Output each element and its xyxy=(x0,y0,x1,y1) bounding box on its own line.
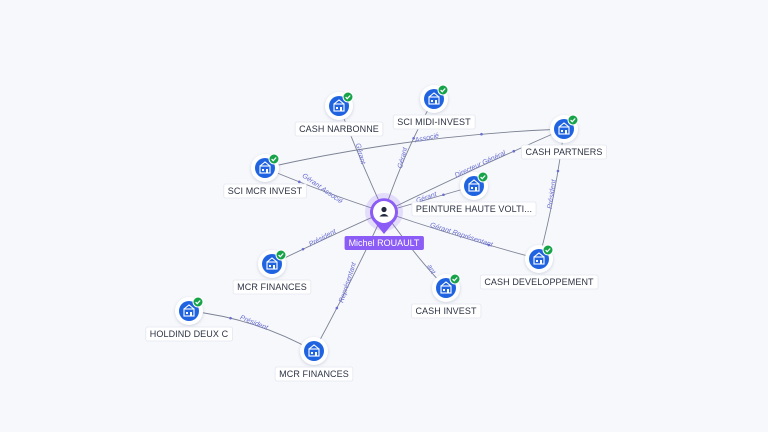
company-label: CASH INVEST xyxy=(415,306,477,316)
check-mark-icon xyxy=(271,157,277,162)
company-label-box xyxy=(411,201,537,217)
company-node[interactable]: CASH NARBONNE xyxy=(294,91,384,137)
company-label: HOLDIND DEUX C xyxy=(150,329,229,339)
edge-arrow-icon xyxy=(442,193,445,197)
company-label-box xyxy=(521,144,607,160)
check-mark-icon xyxy=(195,300,201,305)
company-node[interactable]: MCR FINANCES xyxy=(274,337,354,382)
company-label: SCI MCR INVEST xyxy=(228,186,303,196)
company-node[interactable]: CASH DEVELOPPEMENT xyxy=(479,244,599,290)
edge-arrow-icon xyxy=(297,180,301,184)
edge-label: Gérant Représentant xyxy=(429,222,494,249)
person-name-box xyxy=(344,236,424,250)
person-node[interactable]: Michel ROUAULT xyxy=(344,193,424,250)
check-mark-icon xyxy=(545,248,551,253)
relation-edge[interactable]: Président xyxy=(538,128,565,260)
check-mark-icon xyxy=(570,118,576,123)
company-node[interactable]: HOLDIND DEUX C xyxy=(145,296,233,342)
relation-edge[interactable]: Gérant Représentant xyxy=(383,211,540,260)
edge-arrow-icon xyxy=(412,136,415,140)
edge-label: Gérant Associé xyxy=(301,173,344,206)
edge-arrow-icon xyxy=(480,132,483,136)
company-label-box xyxy=(392,114,476,130)
company-label: MCR FINANCES xyxy=(279,369,349,379)
user-icon xyxy=(381,206,387,213)
check-mark-icon xyxy=(480,175,486,180)
user-icon-body xyxy=(379,214,389,217)
company-label-box xyxy=(145,326,233,342)
company-label-box xyxy=(411,303,482,319)
company-label: SCI MIDI-INVEST xyxy=(397,117,471,127)
company-node[interactable]: CASH PARTNERS xyxy=(521,114,607,160)
check-mark-icon xyxy=(278,253,284,258)
edge-line xyxy=(538,128,565,260)
edge-line xyxy=(264,128,565,169)
company-node[interactable]: CASH INVEST xyxy=(411,273,482,319)
person-name: Michel ROUAULT xyxy=(349,238,420,248)
company-label: PEINTURE HAUTE VOLTI... xyxy=(416,204,532,214)
edge-arrow-icon xyxy=(487,243,491,247)
company-label-box xyxy=(294,121,384,137)
edge-arrow-icon xyxy=(556,169,560,173)
edge-label: Président xyxy=(308,228,338,249)
edge-label: Associé xyxy=(413,132,440,144)
edge-arrow-icon xyxy=(512,149,516,153)
edge-label: Représentant xyxy=(338,261,358,304)
check-mark-icon xyxy=(345,95,351,100)
edge-line xyxy=(383,128,565,213)
company-node[interactable]: SCI MIDI-INVEST xyxy=(392,84,476,130)
check-mark-icon xyxy=(440,88,446,93)
edge-label: Président xyxy=(239,314,270,332)
edge-label: Gérant xyxy=(354,143,367,167)
check-mark-icon xyxy=(452,277,458,282)
company-label-box xyxy=(232,279,312,295)
edge-label: ant xyxy=(425,264,436,277)
building-icon xyxy=(304,341,324,361)
company-label: CASH DEVELOPPEMENT xyxy=(484,277,594,287)
edge-line xyxy=(188,310,315,352)
edge-arrow-icon xyxy=(229,316,232,320)
company-label: CASH PARTNERS xyxy=(526,147,603,157)
company-label-box xyxy=(274,366,354,382)
edge-line xyxy=(313,211,385,352)
company-node[interactable]: SCI MCR INVEST xyxy=(223,153,308,199)
company-label: MCR FINANCES xyxy=(237,282,307,292)
edge-line xyxy=(383,211,540,260)
edge-arrow-icon xyxy=(335,306,339,310)
edge-arrow-icon xyxy=(301,247,305,251)
edge-label: Président xyxy=(547,178,558,209)
edge-label: Gérant xyxy=(397,146,410,170)
nodes-layer: CASH NARBONNE SCI MIDI-INVEST CASH PARTNER… xyxy=(145,84,607,382)
company-label-box xyxy=(223,183,308,199)
company-node[interactable]: MCR FINANCES xyxy=(232,249,312,295)
company-node[interactable]: PEINTURE HAUTE VOLTI... xyxy=(411,171,537,217)
company-label: CASH NARBONNE xyxy=(299,124,379,134)
company-label-box xyxy=(479,274,599,290)
